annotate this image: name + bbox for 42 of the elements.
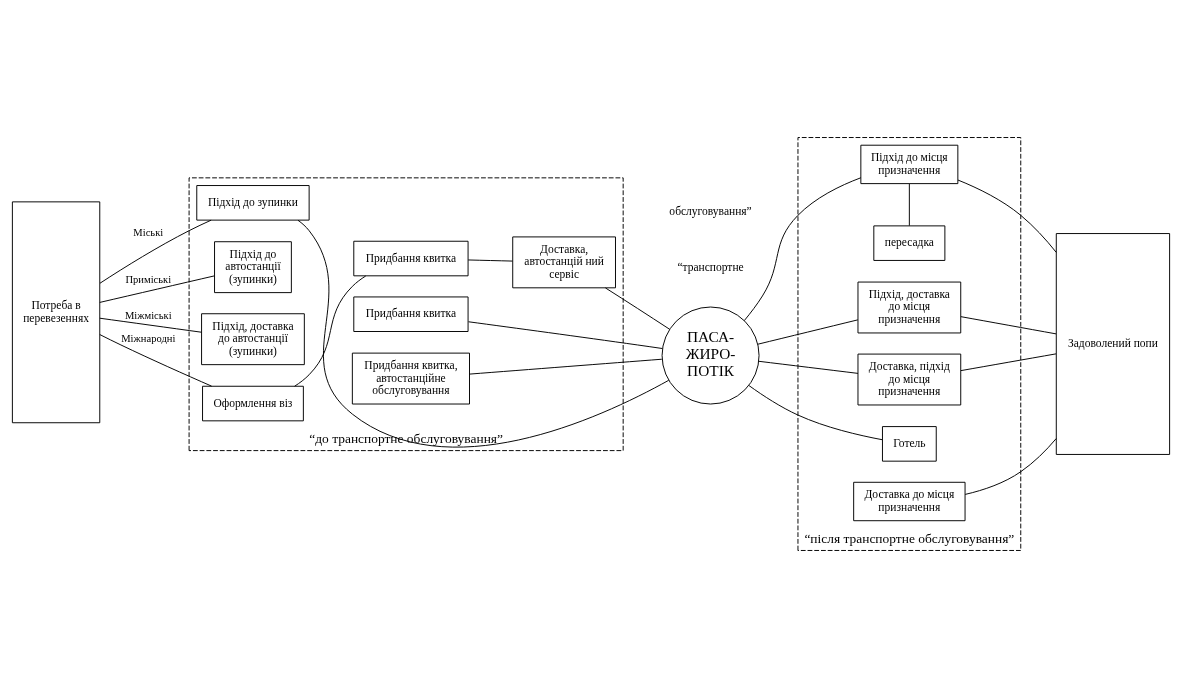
edge-label: Міські	[133, 226, 164, 238]
connector	[757, 318, 859, 345]
node-box: Потреба в перевезеннях	[11, 200, 101, 423]
connector	[957, 179, 1057, 253]
node-box: Доставка до місця призначення	[853, 481, 966, 521]
connector	[99, 274, 215, 303]
node-box: Доставка, підхід до місця призначення	[857, 353, 962, 405]
node-box: Підхід до автостанції (зупинки)	[214, 240, 292, 293]
connector	[758, 360, 859, 374]
node-box: Придбання квитка, автостанційне обслуговування	[351, 352, 470, 404]
connector	[99, 317, 202, 333]
edge-label: Приміські	[125, 273, 172, 285]
connector	[297, 219, 670, 448]
node-circle: ПАСА- ЖИРО- ПОТІК	[661, 306, 760, 404]
connector	[960, 315, 1057, 334]
connector	[964, 437, 1057, 495]
connector	[99, 333, 213, 387]
connector	[743, 176, 862, 321]
connector	[469, 358, 663, 375]
node-box: Підхід, доставка до автостанції (зупинки)	[201, 312, 305, 365]
node-box: Оформлення віз	[202, 385, 304, 421]
connector	[960, 352, 1057, 371]
connector	[294, 275, 367, 387]
connector	[908, 183, 910, 226]
node-box: Підхід, доставка до місця призначення	[857, 281, 962, 333]
node-box: Підхід до зупинки	[196, 184, 310, 221]
node-box: Підхід до місця призначення	[860, 144, 959, 184]
connector	[604, 286, 671, 330]
node-box: пересадка	[873, 224, 946, 261]
node-box: Придбання квитка	[353, 240, 469, 276]
node-box: Готель	[882, 425, 937, 462]
label: обслуговування”	[669, 204, 752, 217]
node-box: Задоволений попи	[1055, 232, 1171, 455]
connector	[468, 320, 663, 349]
connector	[467, 258, 513, 262]
connector	[748, 384, 883, 440]
label: “транспортне	[677, 260, 744, 273]
edge-label: Міжміські	[124, 309, 172, 321]
edge-label: Міжнародні	[121, 332, 176, 344]
node-box: Доставка, автостанцій ний сервіс	[512, 235, 616, 288]
node-box: Придбання квитка	[353, 295, 469, 332]
connector	[99, 219, 212, 284]
